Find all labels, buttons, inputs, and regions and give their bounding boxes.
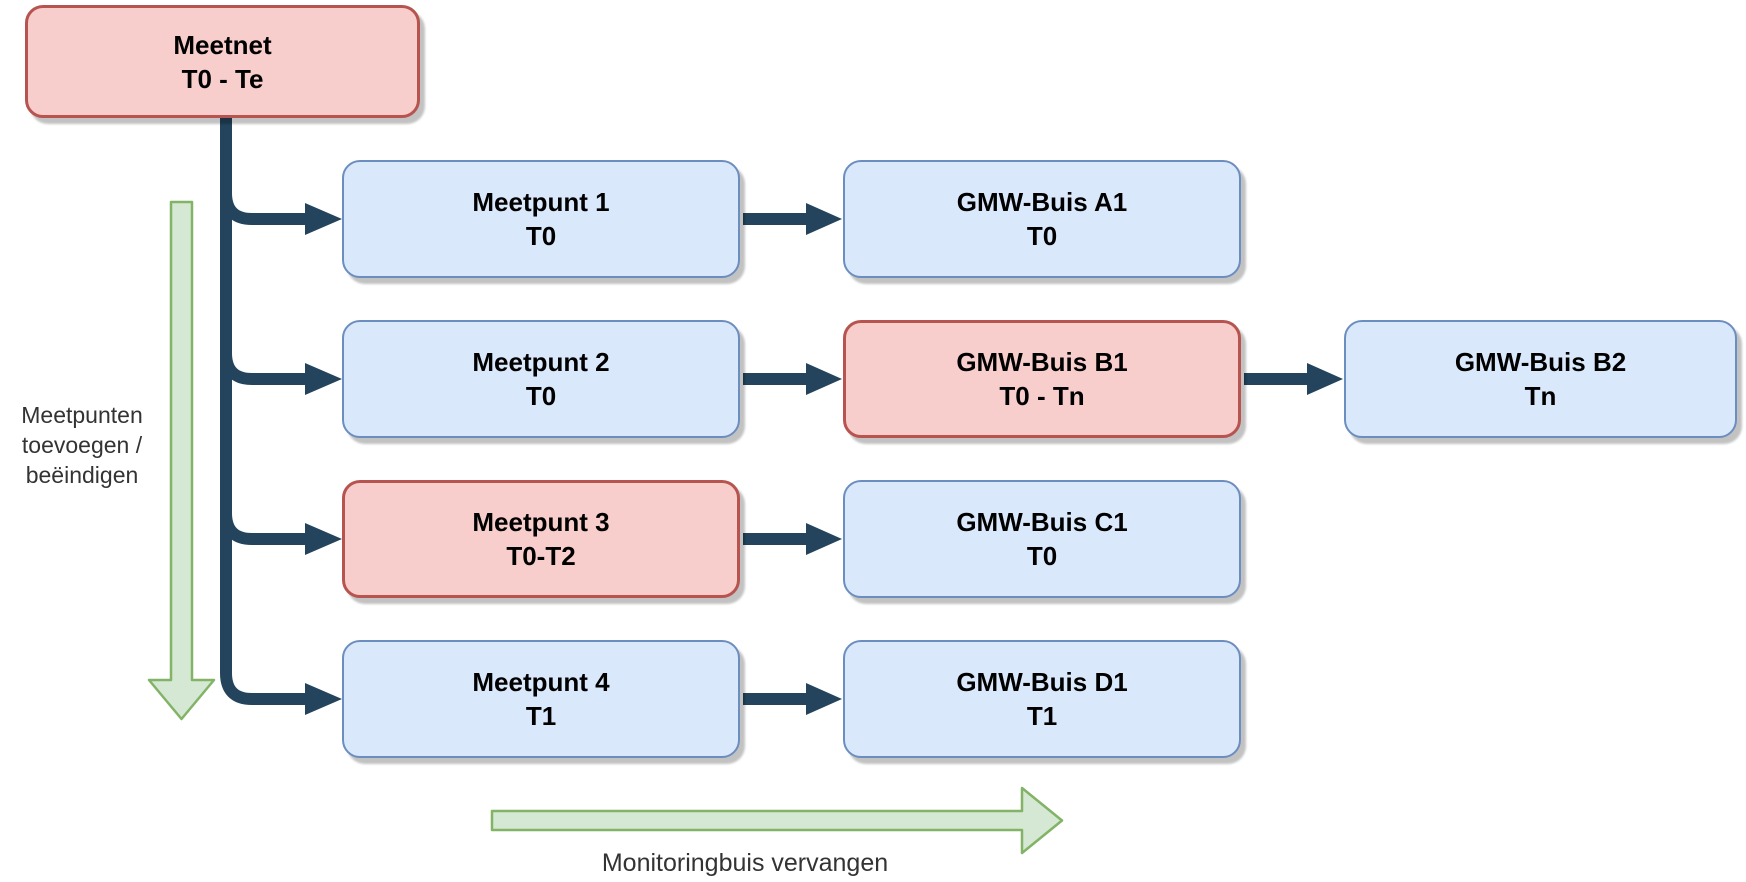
node-label: GMW-Buis C1 — [956, 507, 1128, 537]
node-sublabel: T0 - Tn — [999, 381, 1085, 411]
node-gmw-buis-d1: GMW-Buis D1 T1 — [843, 640, 1241, 758]
node-sublabel: T1 — [525, 701, 557, 731]
arrow-meetpunt4-to-buis-d1 — [743, 683, 842, 715]
node-meetnet: Meetnet T0 - Te — [25, 5, 420, 118]
node-gmw-buis-a1: GMW-Buis A1 T0 — [843, 160, 1241, 278]
node-label: Meetpunt 2 — [472, 347, 610, 377]
left-arrow-label: Meetpunten toevoegen / beëindigen — [8, 400, 156, 490]
node-sublabel: T1 — [1026, 701, 1058, 731]
node-meetpunt-1: Meetpunt 1 T0 — [342, 160, 740, 278]
node-label: Meetnet — [173, 29, 272, 60]
node-sublabel: T0-T2 — [506, 541, 576, 571]
node-gmw-buis-b1: GMW-Buis B1 T0 - Tn — [843, 320, 1241, 438]
node-sublabel: T0 — [525, 221, 557, 251]
node-label: Meetpunt 1 — [472, 187, 610, 217]
tree-connector — [220, 118, 342, 715]
node-label: Meetpunt 4 — [472, 667, 610, 697]
left-arrow-label-line: Meetpunten — [21, 402, 143, 428]
node-gmw-buis-b2: GMW-Buis B2 Tn — [1344, 320, 1737, 438]
arrow-meetpunt2-to-buis-b1 — [743, 363, 842, 395]
node-sublabel: Tn — [1524, 381, 1557, 411]
node-sublabel: T0 - Te — [181, 63, 264, 94]
node-gmw-buis-c1: GMW-Buis C1 T0 — [843, 480, 1241, 598]
left-arrow-label-line: toevoegen / — [21, 432, 143, 458]
node-meetpunt-2: Meetpunt 2 T0 — [342, 320, 740, 438]
node-label: GMW-Buis B2 — [1454, 347, 1627, 377]
left-arrow-label-line: beëindigen — [25, 462, 139, 488]
node-sublabel: T0 — [1026, 541, 1058, 571]
down-arrow — [147, 200, 216, 721]
node-label: GMW-Buis D1 — [956, 667, 1128, 697]
arrow-meetpunt1-to-buis-a1 — [743, 203, 842, 235]
arrow-meetpunt3-to-buis-c1 — [743, 523, 842, 555]
node-sublabel: T0 — [1026, 221, 1058, 251]
bottom-arrow-label: Monitoringbuis vervangen — [601, 849, 889, 877]
right-arrow — [490, 786, 1064, 855]
node-meetpunt-4: Meetpunt 4 T1 — [342, 640, 740, 758]
node-label: Meetpunt 3 — [472, 507, 610, 537]
node-sublabel: T0 — [525, 381, 557, 411]
arrow-buis-b1-to-buis-b2 — [1244, 363, 1343, 395]
node-label: GMW-Buis A1 — [956, 187, 1128, 217]
node-label: GMW-Buis B1 — [956, 347, 1128, 377]
node-meetpunt-3: Meetpunt 3 T0-T2 — [342, 480, 740, 598]
